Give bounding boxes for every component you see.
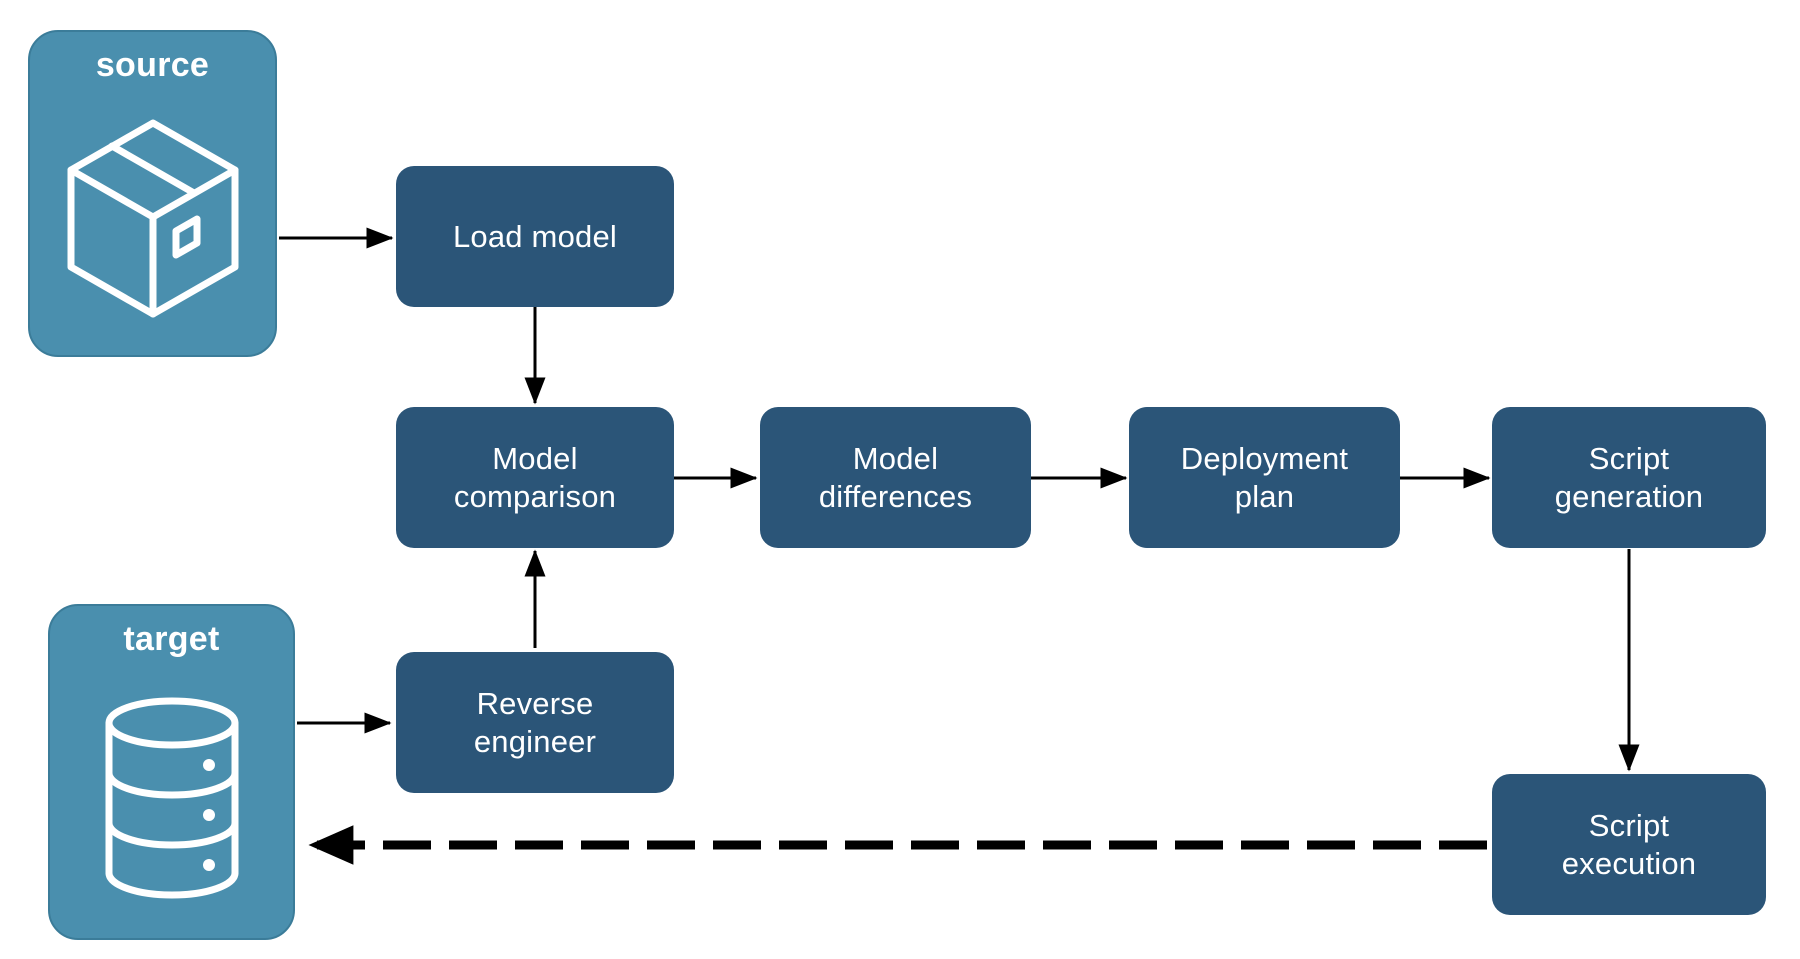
node-model-differences-label: Model differences — [818, 440, 973, 514]
node-model-comparison-label: Model comparison — [453, 440, 617, 514]
node-load-model[interactable]: Load model — [396, 166, 674, 307]
node-script-generation-label: Script generation — [1554, 440, 1704, 514]
package-box-icon — [30, 89, 275, 355]
endpoint-source-label: source — [95, 46, 210, 84]
node-reverse-engineer-label: Reverse engineer — [473, 685, 597, 759]
node-script-execution[interactable]: Script execution — [1492, 774, 1766, 915]
node-model-differences[interactable]: Model differences — [760, 407, 1031, 548]
endpoint-target[interactable]: target — [48, 604, 295, 940]
endpoint-target-label: target — [123, 620, 220, 658]
database-cylinder-icon — [50, 663, 293, 938]
node-load-model-label: Load model — [452, 218, 617, 254]
node-script-execution-label: Script execution — [1561, 807, 1697, 881]
node-script-generation[interactable]: Script generation — [1492, 407, 1766, 548]
node-reverse-engineer[interactable]: Reverse engineer — [396, 652, 674, 793]
node-deployment-plan[interactable]: Deployment plan — [1129, 407, 1400, 548]
node-deployment-plan-label: Deployment plan — [1180, 440, 1349, 514]
endpoint-source[interactable]: source — [28, 30, 277, 357]
node-model-comparison[interactable]: Model comparison — [396, 407, 674, 548]
